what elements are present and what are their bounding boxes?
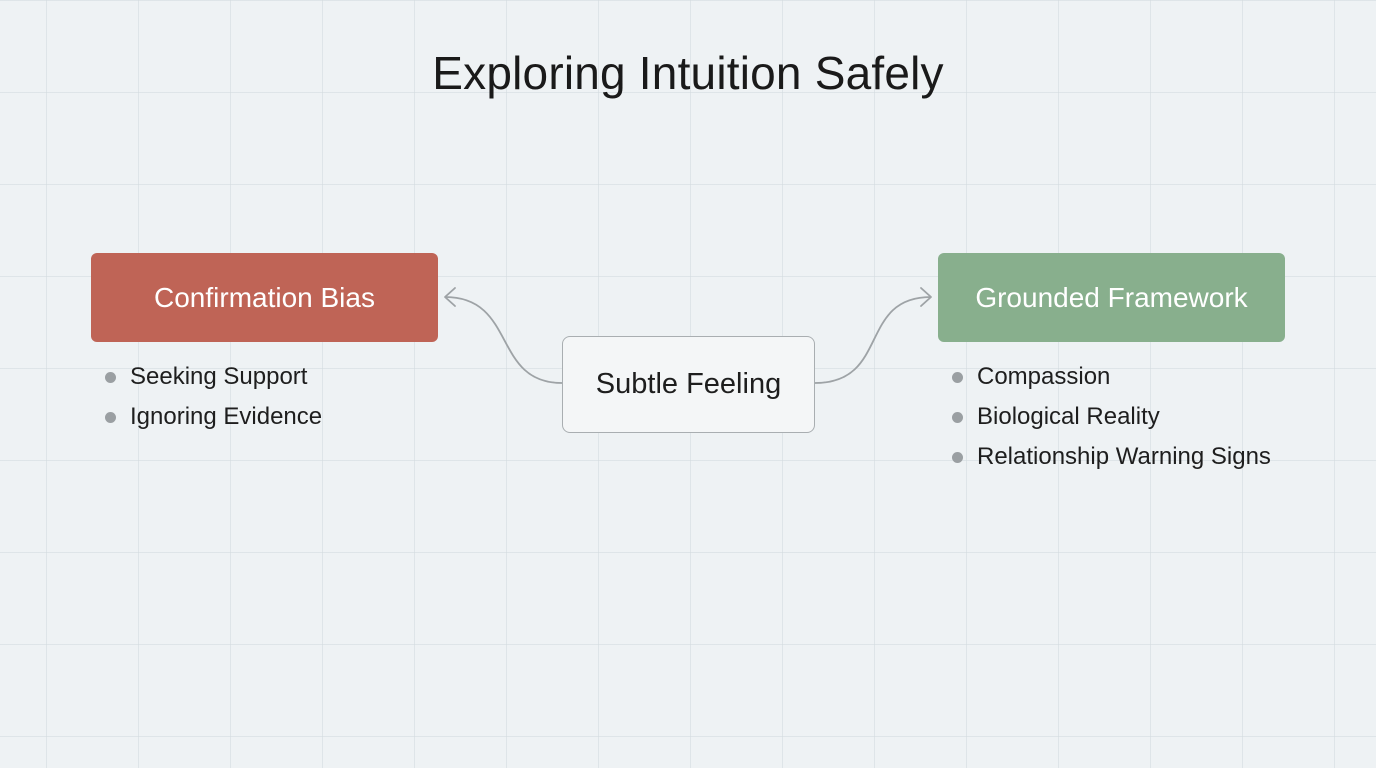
list-item-label: Ignoring Evidence: [130, 403, 323, 430]
node-confirmation-bias: Confirmation Bias: [91, 253, 438, 342]
bullet-dot-icon: [952, 372, 963, 383]
list-item-label: Relationship Warning Signs: [977, 443, 1271, 470]
arrowhead-right-icon: [920, 287, 932, 307]
confirmation-bias-list: Seeking Support Ignoring Evidence: [105, 360, 322, 440]
list-item: Biological Reality: [952, 400, 1271, 440]
node-grounded-framework: Grounded Framework: [938, 253, 1285, 342]
list-item-label: Compassion: [977, 363, 1111, 390]
list-item-label: Seeking Support: [130, 363, 308, 390]
list-item-label: Biological Reality: [977, 403, 1160, 430]
bullet-dot-icon: [952, 412, 963, 423]
node-grounded-framework-label: Grounded Framework: [975, 281, 1248, 313]
list-item: Relationship Warning Signs: [952, 440, 1271, 480]
bullet-dot-icon: [952, 452, 963, 463]
diagram-title: Exploring Intuition Safely: [432, 47, 944, 99]
node-subtle-feeling-label: Subtle Feeling: [595, 368, 782, 400]
list-item: Ignoring Evidence: [105, 400, 322, 440]
arrowhead-left-icon: [444, 287, 456, 307]
node-confirmation-bias-label: Confirmation Bias: [154, 281, 375, 313]
bullet-dot-icon: [105, 412, 116, 423]
grounded-framework-list: Compassion Biological Reality Relationsh…: [952, 360, 1271, 480]
node-subtle-feeling: Subtle Feeling: [562, 336, 815, 433]
connector-to-grounded-framework: [814, 296, 932, 384]
list-item: Seeking Support: [105, 360, 322, 400]
connector-to-confirmation-bias: [444, 296, 563, 384]
list-item: Compassion: [952, 360, 1271, 400]
bullet-dot-icon: [105, 372, 116, 383]
